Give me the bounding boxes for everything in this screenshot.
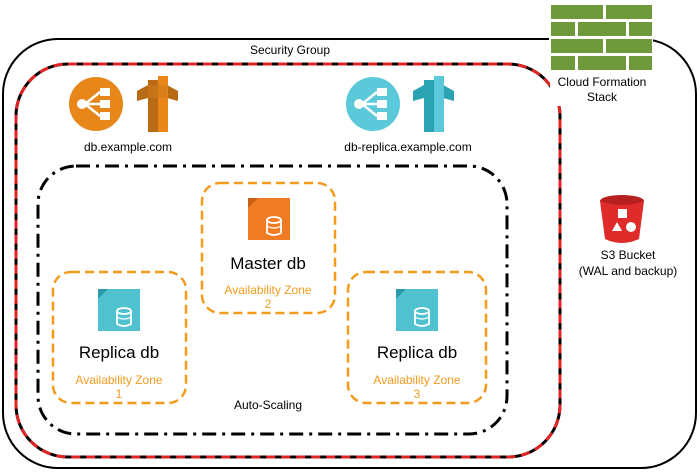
load-balancer-icon — [69, 77, 123, 131]
rds-master-icon — [248, 198, 290, 240]
s3-bucket-label: S3 Bucket — [601, 248, 656, 262]
s3-bucket-icon — [600, 195, 644, 243]
availability-zone-1-label: Availability Zone — [75, 373, 162, 387]
auto-scaling-label: Auto-Scaling — [234, 398, 302, 412]
availability-zone-3-box — [346, 270, 488, 405]
replica-db-1-label: Replica db — [79, 343, 159, 362]
availability-zone-1-number: 1 — [116, 387, 123, 401]
load-balancer-icon — [346, 77, 400, 131]
route53-icon — [413, 76, 454, 132]
rds-replica-icon — [98, 289, 140, 331]
availability-zone-3-label: Availability Zone — [373, 373, 460, 387]
auto-scaling-boundary — [36, 164, 509, 436]
route53-icon — [137, 76, 178, 132]
availability-zone-1-box — [51, 270, 188, 405]
replica-db-3-label: Replica db — [377, 343, 457, 362]
s3-bucket-sublabel: (WAL and backup) — [579, 264, 678, 278]
availability-zone-2-number: 2 — [265, 297, 272, 311]
security-group-boundary — [2, 38, 697, 469]
security-group-label: Security Group — [250, 43, 330, 57]
availability-zone-2-label: Availability Zone — [224, 283, 311, 297]
master-db-label: Master db — [230, 254, 306, 273]
availability-zone-2-box — [200, 181, 337, 315]
cloudformation-stack-title: Cloud Formation — [558, 75, 647, 89]
dns-name-replica: db-replica.example.com — [344, 140, 471, 154]
cloudformation-stack-subtitle: Stack — [587, 90, 618, 104]
subnet-boundary — [14, 62, 562, 459]
rds-replica-icon — [396, 289, 438, 331]
availability-zone-3-number: 3 — [414, 387, 421, 401]
dns-name-primary: db.example.com — [84, 140, 172, 154]
cloudformation-stack-icon — [549, 3, 653, 71]
